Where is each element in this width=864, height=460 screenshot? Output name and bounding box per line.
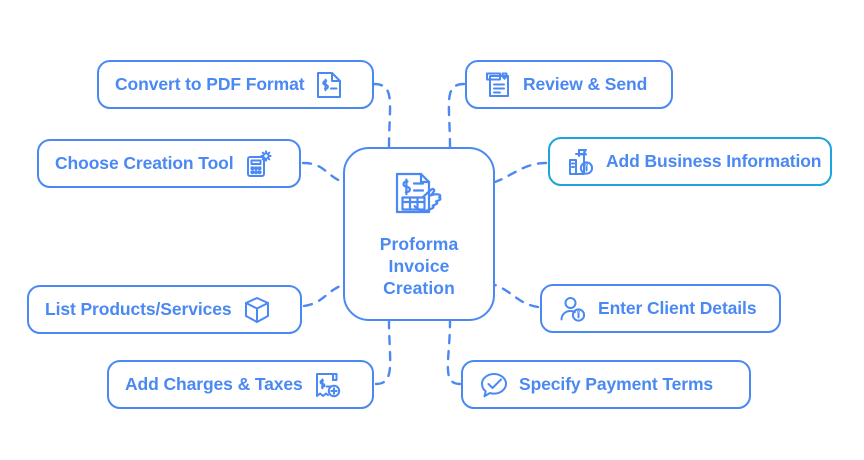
connector-choose-tool xyxy=(301,161,345,184)
box-package-icon xyxy=(244,296,269,323)
center-node-proforma-invoice-creation[interactable]: Proforma Invoice Creation xyxy=(343,147,495,321)
connector-list-products xyxy=(302,283,345,308)
node-convert-to-pdf-format[interactable]: Convert to PDF Format xyxy=(97,60,374,109)
node-label-add-charges-taxes: Add Charges & Taxes xyxy=(125,374,303,394)
node-add-charges-taxes[interactable]: Add Charges & Taxes xyxy=(107,360,374,409)
node-choose-creation-tool[interactable]: Choose Creation Tool xyxy=(37,139,301,188)
pdf-dollar-document-icon xyxy=(317,71,342,98)
node-label-specify-payment-terms: Specify Payment Terms xyxy=(519,374,714,394)
node-label-convert-to-pdf-format: Convert to PDF Format xyxy=(115,74,305,94)
chat-check-icon xyxy=(481,372,507,397)
building-info-icon xyxy=(569,148,594,175)
connector-specify-payment xyxy=(446,319,462,386)
node-enter-client-details[interactable]: Enter Client Details xyxy=(540,284,781,333)
node-label-add-business-information: Add Business Information xyxy=(606,151,822,171)
invoice-hand-icon xyxy=(395,172,442,214)
user-info-icon xyxy=(560,296,586,322)
connector-review-send xyxy=(447,82,466,149)
node-list-products-services[interactable]: List Products/Services xyxy=(27,285,302,334)
node-add-business-information[interactable]: Add Business Information xyxy=(548,137,832,186)
node-label-choose-creation-tool: Choose Creation Tool xyxy=(55,153,234,173)
calculator-gear-icon xyxy=(246,149,272,177)
node-label-list-products-services: List Products/Services xyxy=(45,299,232,319)
node-specify-payment-terms[interactable]: Specify Payment Terms xyxy=(461,360,751,409)
receipt-plus-icon xyxy=(315,372,340,397)
connector-add-business xyxy=(493,161,548,184)
node-review-send[interactable]: Review & Send xyxy=(465,60,673,109)
document-review-icon xyxy=(486,72,509,97)
connector-add-charges xyxy=(374,319,392,386)
center-node-title: Proforma Invoice Creation xyxy=(379,234,459,298)
node-label-review-send: Review & Send xyxy=(523,74,648,94)
connector-enter-client xyxy=(493,283,540,309)
node-label-enter-client-details: Enter Client Details xyxy=(598,298,757,318)
connector-convert-pdf xyxy=(372,82,392,149)
